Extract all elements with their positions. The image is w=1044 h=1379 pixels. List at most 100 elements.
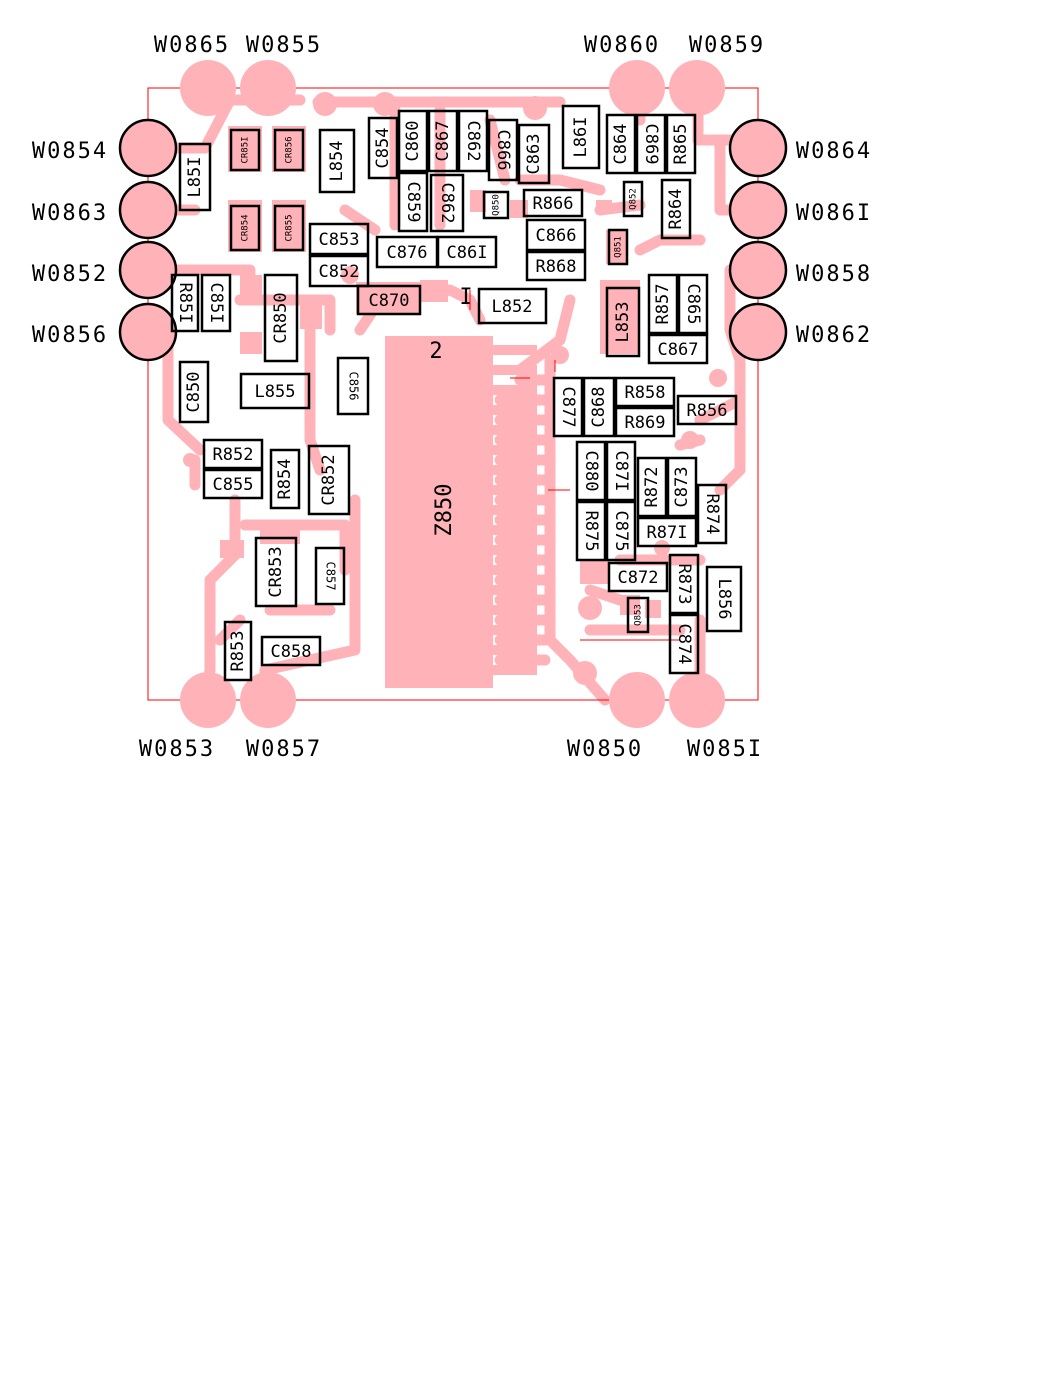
svg-text:C850: C850 xyxy=(184,372,204,413)
component-q852: Q852 xyxy=(622,180,644,218)
component-r871: R87I xyxy=(636,516,698,548)
svg-text:R853: R853 xyxy=(228,631,248,672)
component-c866: C866 xyxy=(525,218,587,252)
component-l861: L86I xyxy=(561,104,601,170)
component-c858: C858 xyxy=(260,635,322,667)
label-w0857: W0857 xyxy=(246,737,322,762)
component-q850: Q850 xyxy=(482,190,510,220)
component-r874: R874 xyxy=(696,483,728,545)
wire-pad-w0862 xyxy=(728,302,788,362)
svg-text:CR852: CR852 xyxy=(319,454,339,505)
component-c867-b: C867 xyxy=(647,333,709,365)
component-r853: R853 xyxy=(223,620,253,682)
component-c866-top: C866 xyxy=(487,118,519,182)
wire-pad-w0854 xyxy=(118,118,178,178)
component-r872: R872 xyxy=(636,456,668,518)
components: CR85I CR856 CR854 CR855 L85I L854 C854 C… xyxy=(170,104,743,682)
component-c877: C877 xyxy=(552,376,584,438)
svg-text:C866: C866 xyxy=(536,226,577,246)
component-c862: C862 xyxy=(457,109,489,173)
wire-pad-w0858 xyxy=(728,240,788,300)
label-w0860: W0860 xyxy=(584,33,660,58)
svg-text:C866: C866 xyxy=(493,130,513,171)
component-c880: C880 xyxy=(575,440,607,502)
component-r865: R865 xyxy=(665,113,697,175)
component-c851: C85I xyxy=(200,273,232,333)
label-w0853: W0853 xyxy=(139,737,215,762)
svg-text:C870: C870 xyxy=(369,291,410,311)
label-w0859: W0859 xyxy=(689,33,765,58)
svg-text:C868: C868 xyxy=(589,387,609,428)
svg-text:CR854: CR854 xyxy=(241,214,251,241)
component-r856: R856 xyxy=(676,394,738,426)
ic-pins xyxy=(493,345,537,675)
component-c875: C875 xyxy=(605,500,637,562)
component-r868: R868 xyxy=(525,250,587,282)
component-cr850: CR850 xyxy=(263,273,299,363)
component-q851: Q851 xyxy=(607,228,629,266)
label-w0865: W0865 xyxy=(154,33,230,58)
component-c876: C876 xyxy=(375,235,439,269)
component-cr854: CR854 xyxy=(229,204,261,252)
component-c854: C854 xyxy=(367,116,399,180)
svg-text:C869: C869 xyxy=(641,124,661,165)
component-c861: C86I xyxy=(436,235,498,269)
svg-text:C857: C857 xyxy=(324,562,338,591)
svg-text:R857: R857 xyxy=(653,284,673,325)
svg-text:C872: C872 xyxy=(618,568,659,588)
component-l853: L853 xyxy=(605,286,641,358)
component-c874: C874 xyxy=(668,613,700,675)
wire-pad-w0851 xyxy=(669,672,725,728)
component-c864: C864 xyxy=(605,113,637,175)
label-w0850: W0850 xyxy=(567,737,643,762)
svg-text:Q853: Q853 xyxy=(634,604,644,626)
svg-text:L852: L852 xyxy=(492,297,533,317)
component-r858: R858 xyxy=(614,376,676,408)
svg-text:R854: R854 xyxy=(275,459,295,500)
svg-text:C854: C854 xyxy=(373,128,393,169)
component-cr851: CR85I xyxy=(229,128,261,172)
svg-text:CR85I: CR85I xyxy=(241,136,251,163)
component-cr856: CR856 xyxy=(273,128,305,172)
svg-text:CR856: CR856 xyxy=(285,136,295,163)
label-w0862: W0862 xyxy=(796,323,872,348)
svg-text:L854: L854 xyxy=(327,141,347,182)
svg-text:C864: C864 xyxy=(611,124,631,165)
svg-text:C880: C880 xyxy=(581,451,601,492)
label-w0854: W0854 xyxy=(32,139,108,164)
svg-text:R868: R868 xyxy=(536,257,577,277)
label-w0856: W0856 xyxy=(32,323,108,348)
svg-text:R852: R852 xyxy=(213,445,254,465)
svg-text:C862: C862 xyxy=(463,121,483,162)
svg-text:C877: C877 xyxy=(558,387,578,428)
svg-text:L85I: L85I xyxy=(185,157,205,198)
component-c853: C853 xyxy=(308,222,370,256)
svg-text:R865: R865 xyxy=(671,124,691,165)
svg-text:R85I: R85I xyxy=(175,283,195,324)
wire-pad-w0850 xyxy=(609,672,665,728)
svg-text:C876: C876 xyxy=(387,243,428,263)
wire-pad-w0856 xyxy=(118,302,178,362)
component-r857: R857 xyxy=(647,273,679,335)
ic-pin1-marker: I xyxy=(459,285,472,310)
label-w0852: W0852 xyxy=(32,262,108,287)
component-cr855: CR855 xyxy=(273,204,305,252)
component-l855: L855 xyxy=(239,372,311,410)
label-w0864: W0864 xyxy=(796,139,872,164)
wire-pad-w0853 xyxy=(180,672,236,728)
svg-text:C86I: C86I xyxy=(447,243,488,263)
wire-pad-w0861 xyxy=(728,180,788,240)
component-r866: R866 xyxy=(522,188,584,218)
svg-text:C862: C862 xyxy=(437,183,457,224)
svg-text:Q850: Q850 xyxy=(492,194,502,216)
svg-text:C856: C856 xyxy=(347,372,361,401)
svg-text:R856: R856 xyxy=(687,401,728,421)
component-c872: C872 xyxy=(607,561,669,593)
svg-text:Q852: Q852 xyxy=(629,188,639,210)
svg-text:R869: R869 xyxy=(625,413,666,433)
svg-text:R875: R875 xyxy=(581,511,601,552)
wire-pad-w0859 xyxy=(669,60,725,116)
component-l854: L854 xyxy=(318,128,356,194)
svg-text:C865: C865 xyxy=(683,284,703,325)
